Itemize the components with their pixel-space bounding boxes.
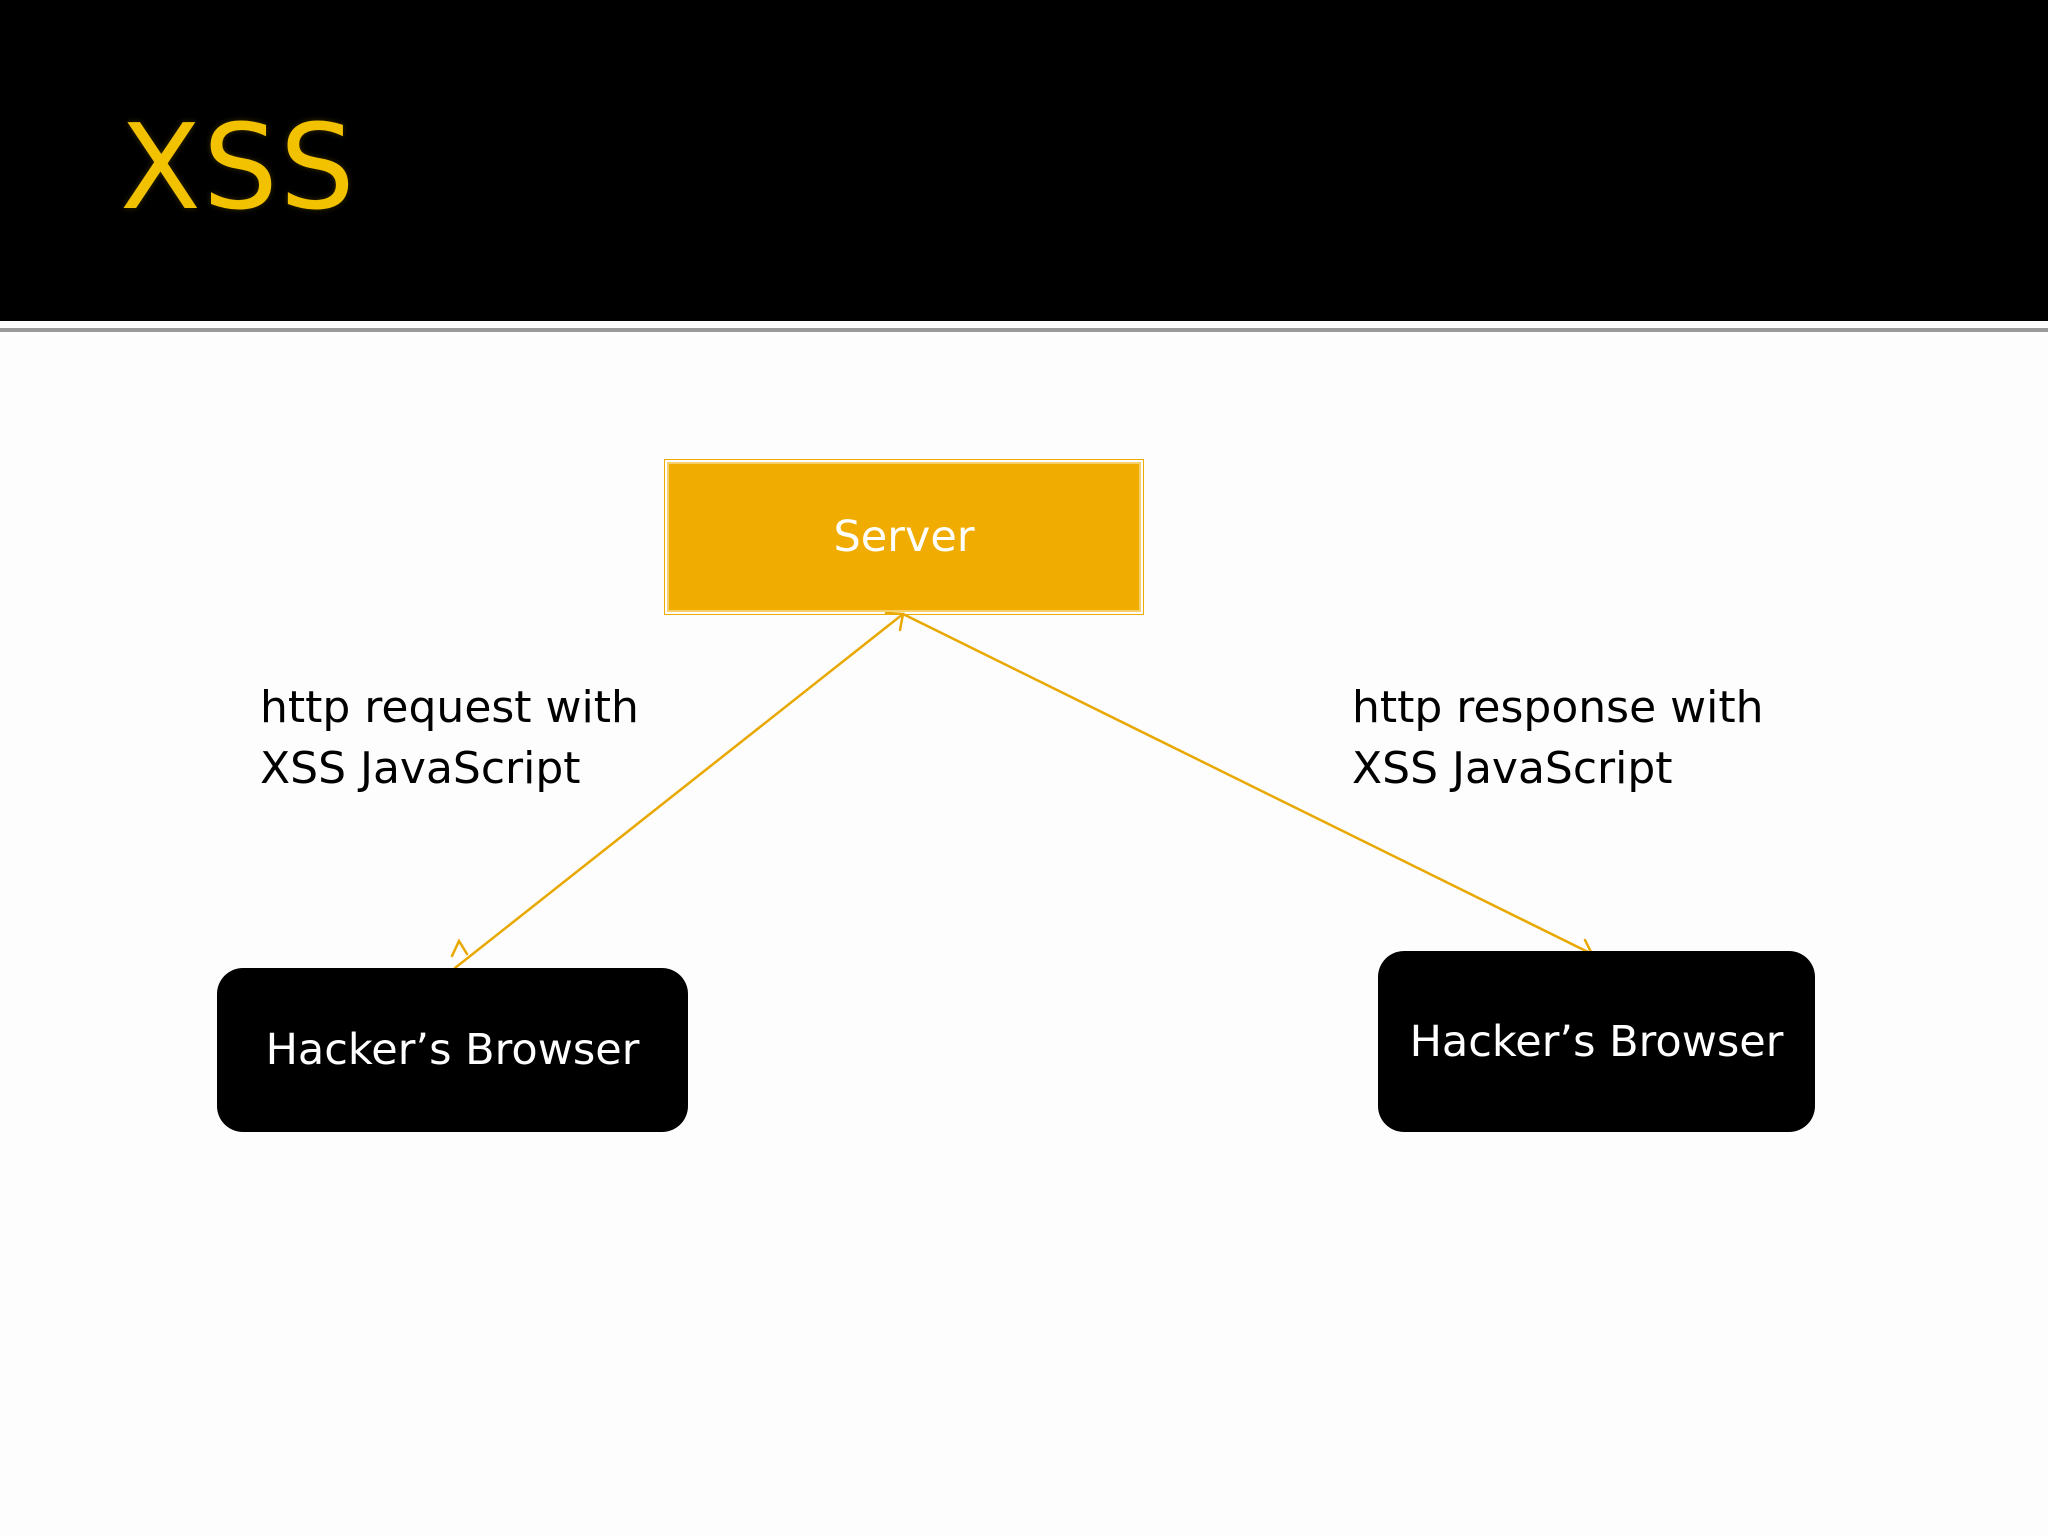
hacker-browser-right-node: Hacker’s Browser bbox=[1378, 951, 1815, 1132]
server-node: Server bbox=[664, 459, 1144, 615]
slide-title: XSS bbox=[120, 98, 357, 236]
request-label-line1: http request with bbox=[260, 682, 639, 733]
server-node-label: Server bbox=[833, 512, 975, 562]
response-label-line1: http response with bbox=[1352, 682, 1764, 733]
hacker-browser-left-node: Hacker’s Browser bbox=[217, 968, 688, 1132]
request-arrowhead-browser bbox=[450, 938, 469, 958]
response-label-line2: XSS JavaScript bbox=[1352, 743, 1673, 794]
response-edge-label: http response with XSS JavaScript bbox=[1352, 677, 1764, 799]
hacker-browser-left-label: Hacker’s Browser bbox=[265, 1025, 640, 1075]
request-label-line2: XSS JavaScript bbox=[260, 743, 581, 794]
hacker-browser-right-label: Hacker’s Browser bbox=[1409, 1016, 1784, 1067]
header-bar: XSS bbox=[0, 0, 2048, 321]
request-arrow-line bbox=[453, 612, 905, 970]
header-divider bbox=[0, 328, 2048, 332]
request-edge-label: http request with XSS JavaScript bbox=[260, 677, 639, 799]
response-arrow-line bbox=[901, 612, 1594, 956]
